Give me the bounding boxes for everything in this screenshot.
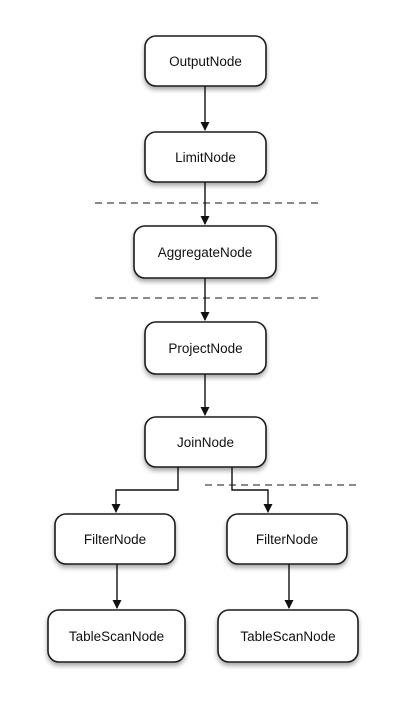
- node-label: JoinNode: [177, 435, 234, 450]
- node-box: [144, 35, 267, 87]
- edge-join-to-filter_right: [231, 467, 273, 513]
- node-box: [47, 609, 186, 663]
- node-filter-left: FilterNode: [54, 513, 176, 565]
- node-label: TableScanNode: [240, 629, 335, 644]
- node-scan-right: TableScanNode: [217, 609, 359, 663]
- node-label: AggregateNode: [158, 245, 253, 260]
- node-aggregate: AggregateNode: [133, 225, 277, 279]
- nodes: OutputNodeLimitNodeAggregateNodeProjectN…: [47, 35, 359, 663]
- node-label: FilterNode: [256, 532, 318, 547]
- node-label: LimitNode: [175, 150, 236, 165]
- node-limit: LimitNode: [144, 131, 267, 183]
- node-box: [144, 131, 267, 183]
- node-filter-right: FilterNode: [226, 513, 348, 565]
- node-label: TableScanNode: [69, 629, 164, 644]
- stage-boundaries: [95, 202, 360, 486]
- node-join: JoinNode: [144, 416, 267, 468]
- node-label: FilterNode: [84, 532, 146, 547]
- node-box: [144, 321, 267, 375]
- node-label: ProjectNode: [168, 341, 242, 356]
- node-label: OutputNode: [169, 54, 242, 69]
- edges: [111, 86, 294, 609]
- edge-join-to-filter_left: [111, 467, 179, 513]
- node-box: [144, 416, 267, 468]
- node-scan-left: TableScanNode: [47, 609, 186, 663]
- node-box: [217, 609, 359, 663]
- node-box: [133, 225, 277, 279]
- node-box: [226, 513, 348, 565]
- node-box: [54, 513, 176, 565]
- node-output: OutputNode: [144, 35, 267, 87]
- node-project: ProjectNode: [144, 321, 267, 375]
